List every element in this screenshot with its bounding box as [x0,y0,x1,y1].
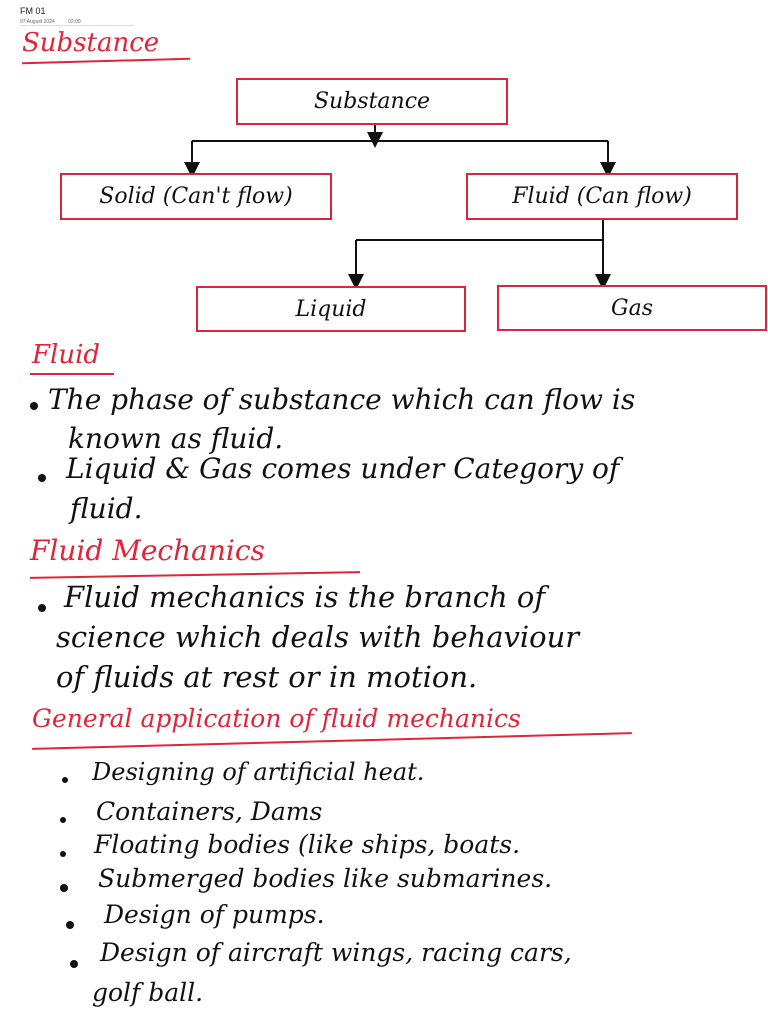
fluid-mechanics-heading-underline [30,571,360,579]
fluid-heading-underline [30,373,114,375]
gas-box: Gas [497,285,767,331]
header-divider [20,25,134,26]
applications-heading-underline [32,732,632,750]
fluid-box: Fluid (Can flow) [466,173,738,220]
fluid-bullet-2 [38,474,46,482]
substance-box-label: Substance [313,89,431,114]
fluid-note-line-3: Liquid & Gas comes under Category of [66,452,620,485]
page-header: FM 01 07 August 2024 02:00 [20,6,134,26]
solid-box-label: Solid (Can't flow) [99,184,293,209]
application-bullet-2 [60,817,66,823]
application-item-6: Design of aircraft wings, racing cars, [100,938,572,967]
liquid-box: Liquid [196,286,466,332]
application-item-4: Submerged bodies like submarines. [98,864,553,893]
page-time: 02:00 [68,19,81,25]
mechanics-note-line-3: of fluids at rest or in motion. [56,660,478,694]
application-bullet-5 [66,921,74,929]
fluid-note-line-2: known as fluid. [68,422,284,455]
gas-box-label: Gas [611,295,653,321]
fluid-box-label: Fluid (Can flow) [512,184,692,209]
fluid-mechanics-heading: Fluid Mechanics [30,534,265,567]
mechanics-note-line-1: Fluid mechanics is the branch of [64,580,546,614]
page-meta: 07 August 2024 02:00 [20,19,81,25]
application-bullet-3 [60,851,66,857]
fluid-bullet-1 [30,402,38,410]
substance-box: Substance [236,78,508,125]
liquid-box-label: Liquid [295,296,367,322]
application-bullet-4 [60,884,68,892]
application-item-1: Designing of artificial heat. [92,758,425,786]
solid-box: Solid (Can't flow) [60,173,332,220]
substance-heading: Substance [22,28,160,58]
application-item-2: Containers, Dams [96,797,323,826]
application-bullet-6 [70,960,78,968]
page-date: 07 August 2024 [20,19,55,25]
fluid-note-line-1: The phase of substance which can flow is [48,383,636,416]
mechanics-note-line-2: science which deals with behaviour [56,620,580,654]
application-bullet-1 [62,777,68,783]
page-title: FM 01 [20,6,46,16]
mechanics-bullet-1 [38,604,46,612]
diagram-connectors [184,122,616,290]
applications-heading: General application of fluid mechanics [32,704,521,733]
fluid-note-line-4: fluid. [70,492,143,525]
application-item-3: Floating bodies (like ships, boats. [94,830,521,859]
fluid-heading: Fluid [32,340,101,370]
application-item-5: Design of pumps. [104,900,325,929]
application-item-7: golf ball. [92,978,204,1007]
